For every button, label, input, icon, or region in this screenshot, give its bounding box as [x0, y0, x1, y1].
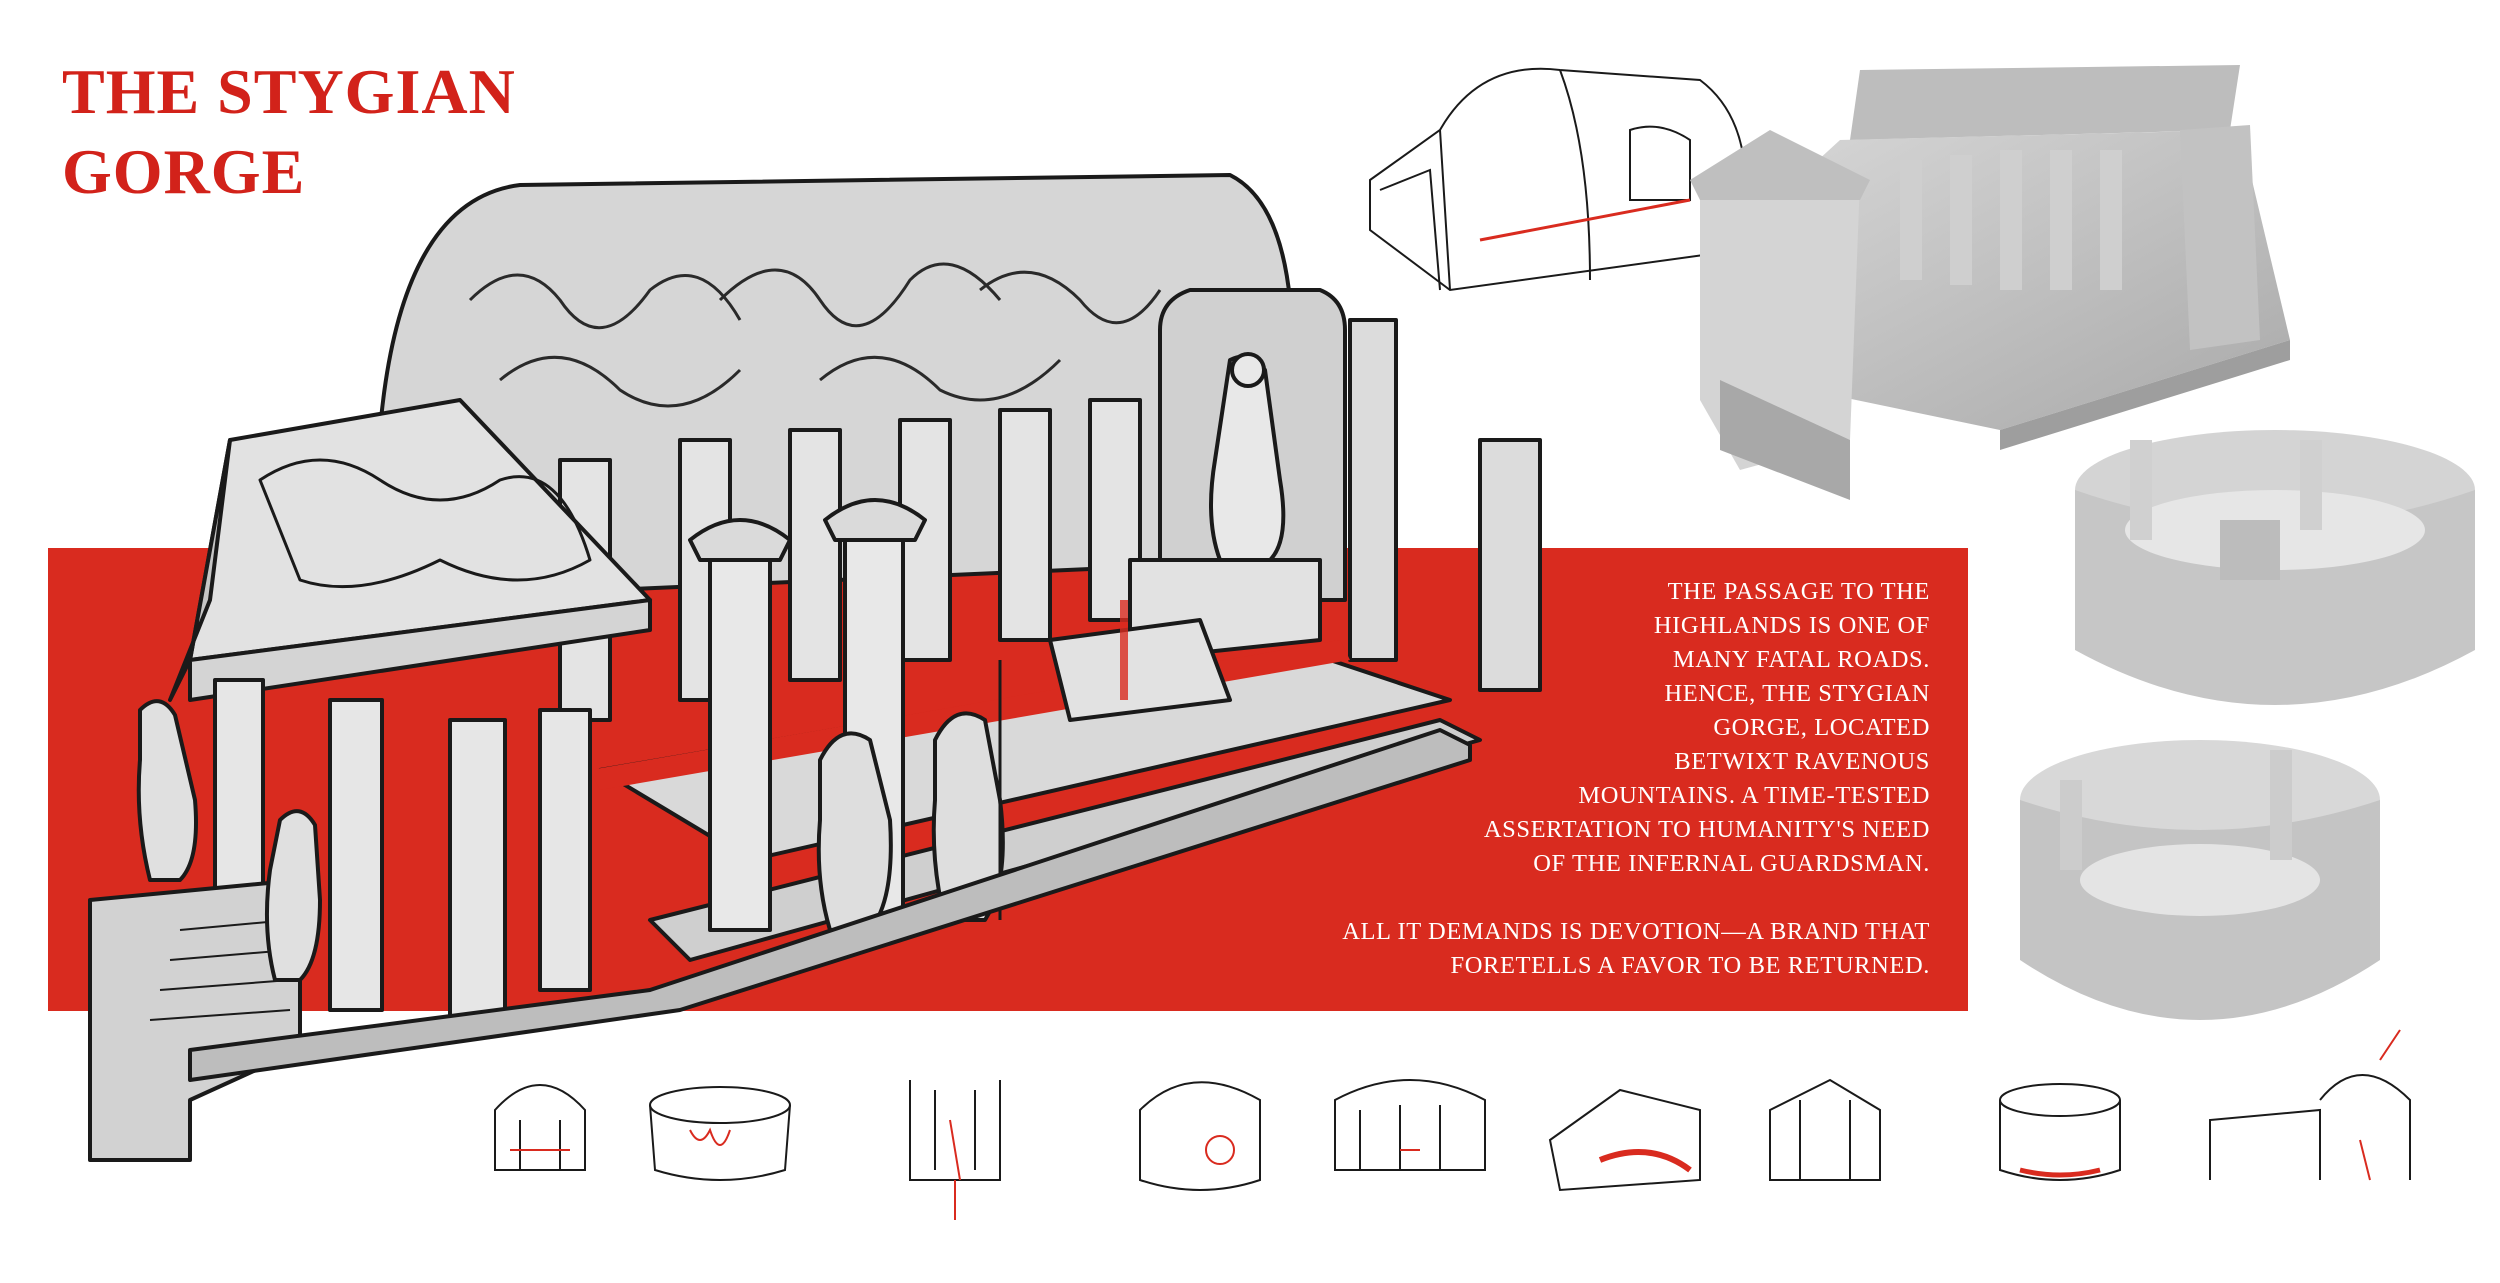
- thumbnail-9: [2209, 1029, 2411, 1181]
- thumbnail-7: [1769, 1078, 1881, 1181]
- right-pilaster: [1478, 438, 1542, 692]
- description-line: FORETELLS A FAVOR TO BE RETURNED.: [1450, 952, 1930, 979]
- description-line: MANY FATAL ROADS.: [1672, 646, 1930, 673]
- thumbnail-6: [1548, 1088, 1701, 1192]
- description-line: GORGE, LOCATED: [1713, 714, 1930, 741]
- description-line: MOUNTAINS. A TIME-TESTED: [1578, 782, 1930, 809]
- description-line: ASSERTATION TO HUMANITY'S NEED: [1483, 816, 1930, 843]
- description-line: THE PASSAGE TO THE: [1667, 578, 1930, 605]
- statue-niche: [1158, 288, 1347, 602]
- thumbnail-4: [1139, 1081, 1261, 1191]
- thumbnail-2: [649, 1086, 791, 1181]
- guards: [816, 660, 1005, 932]
- description-line: ALL IT DEMANDS IS DEVOTION—A BRAND THAT: [1342, 918, 1930, 945]
- blockout-model-rotunda-2: [2020, 740, 2380, 1020]
- blockout-model-temple: [1690, 65, 2290, 500]
- thumbnail-8: [1999, 1083, 2121, 1181]
- thumbnail-1: [494, 1084, 586, 1171]
- thumbnail-strip: [494, 1029, 2411, 1220]
- description-line: OF THE INFERNAL GUARDSMAN.: [1533, 850, 1930, 877]
- description-line: HIGHLANDS IS ONE OF: [1653, 612, 1930, 639]
- portico: [168, 398, 652, 1022]
- description-paragraph-2: ALL IT DEMANDS IS DEVOTION—A BRAND THAT …: [1330, 915, 1930, 983]
- altar-steps: [1048, 558, 1322, 722]
- title-line-1: THE STYGIAN: [62, 56, 516, 127]
- thumbnail-3: [909, 1080, 1001, 1220]
- top-pencil-sketch: [1369, 67, 1747, 292]
- description-paragraph-1: THE PASSAGE TO THE HIGHLANDS IS ONE OF M…: [1330, 575, 1930, 881]
- thumbnail-5: [1334, 1079, 1486, 1171]
- description-line: BETWIXT RAVENOUS: [1674, 748, 1930, 775]
- description-line: HENCE, THE STYGIAN: [1664, 680, 1930, 707]
- title-line-2: GORGE: [62, 136, 306, 207]
- main-temple-illustration: [88, 173, 1542, 1162]
- base-slab: [188, 728, 1472, 1082]
- description-block: THE PASSAGE TO THE HIGHLANDS IS ONE OF M…: [1330, 575, 1930, 1017]
- page-title: THE STYGIAN GORGE: [62, 52, 516, 212]
- flame-relief: [468, 262, 1162, 408]
- left-figure: [136, 699, 198, 882]
- blockout-model-rotunda-1: [2075, 430, 2475, 705]
